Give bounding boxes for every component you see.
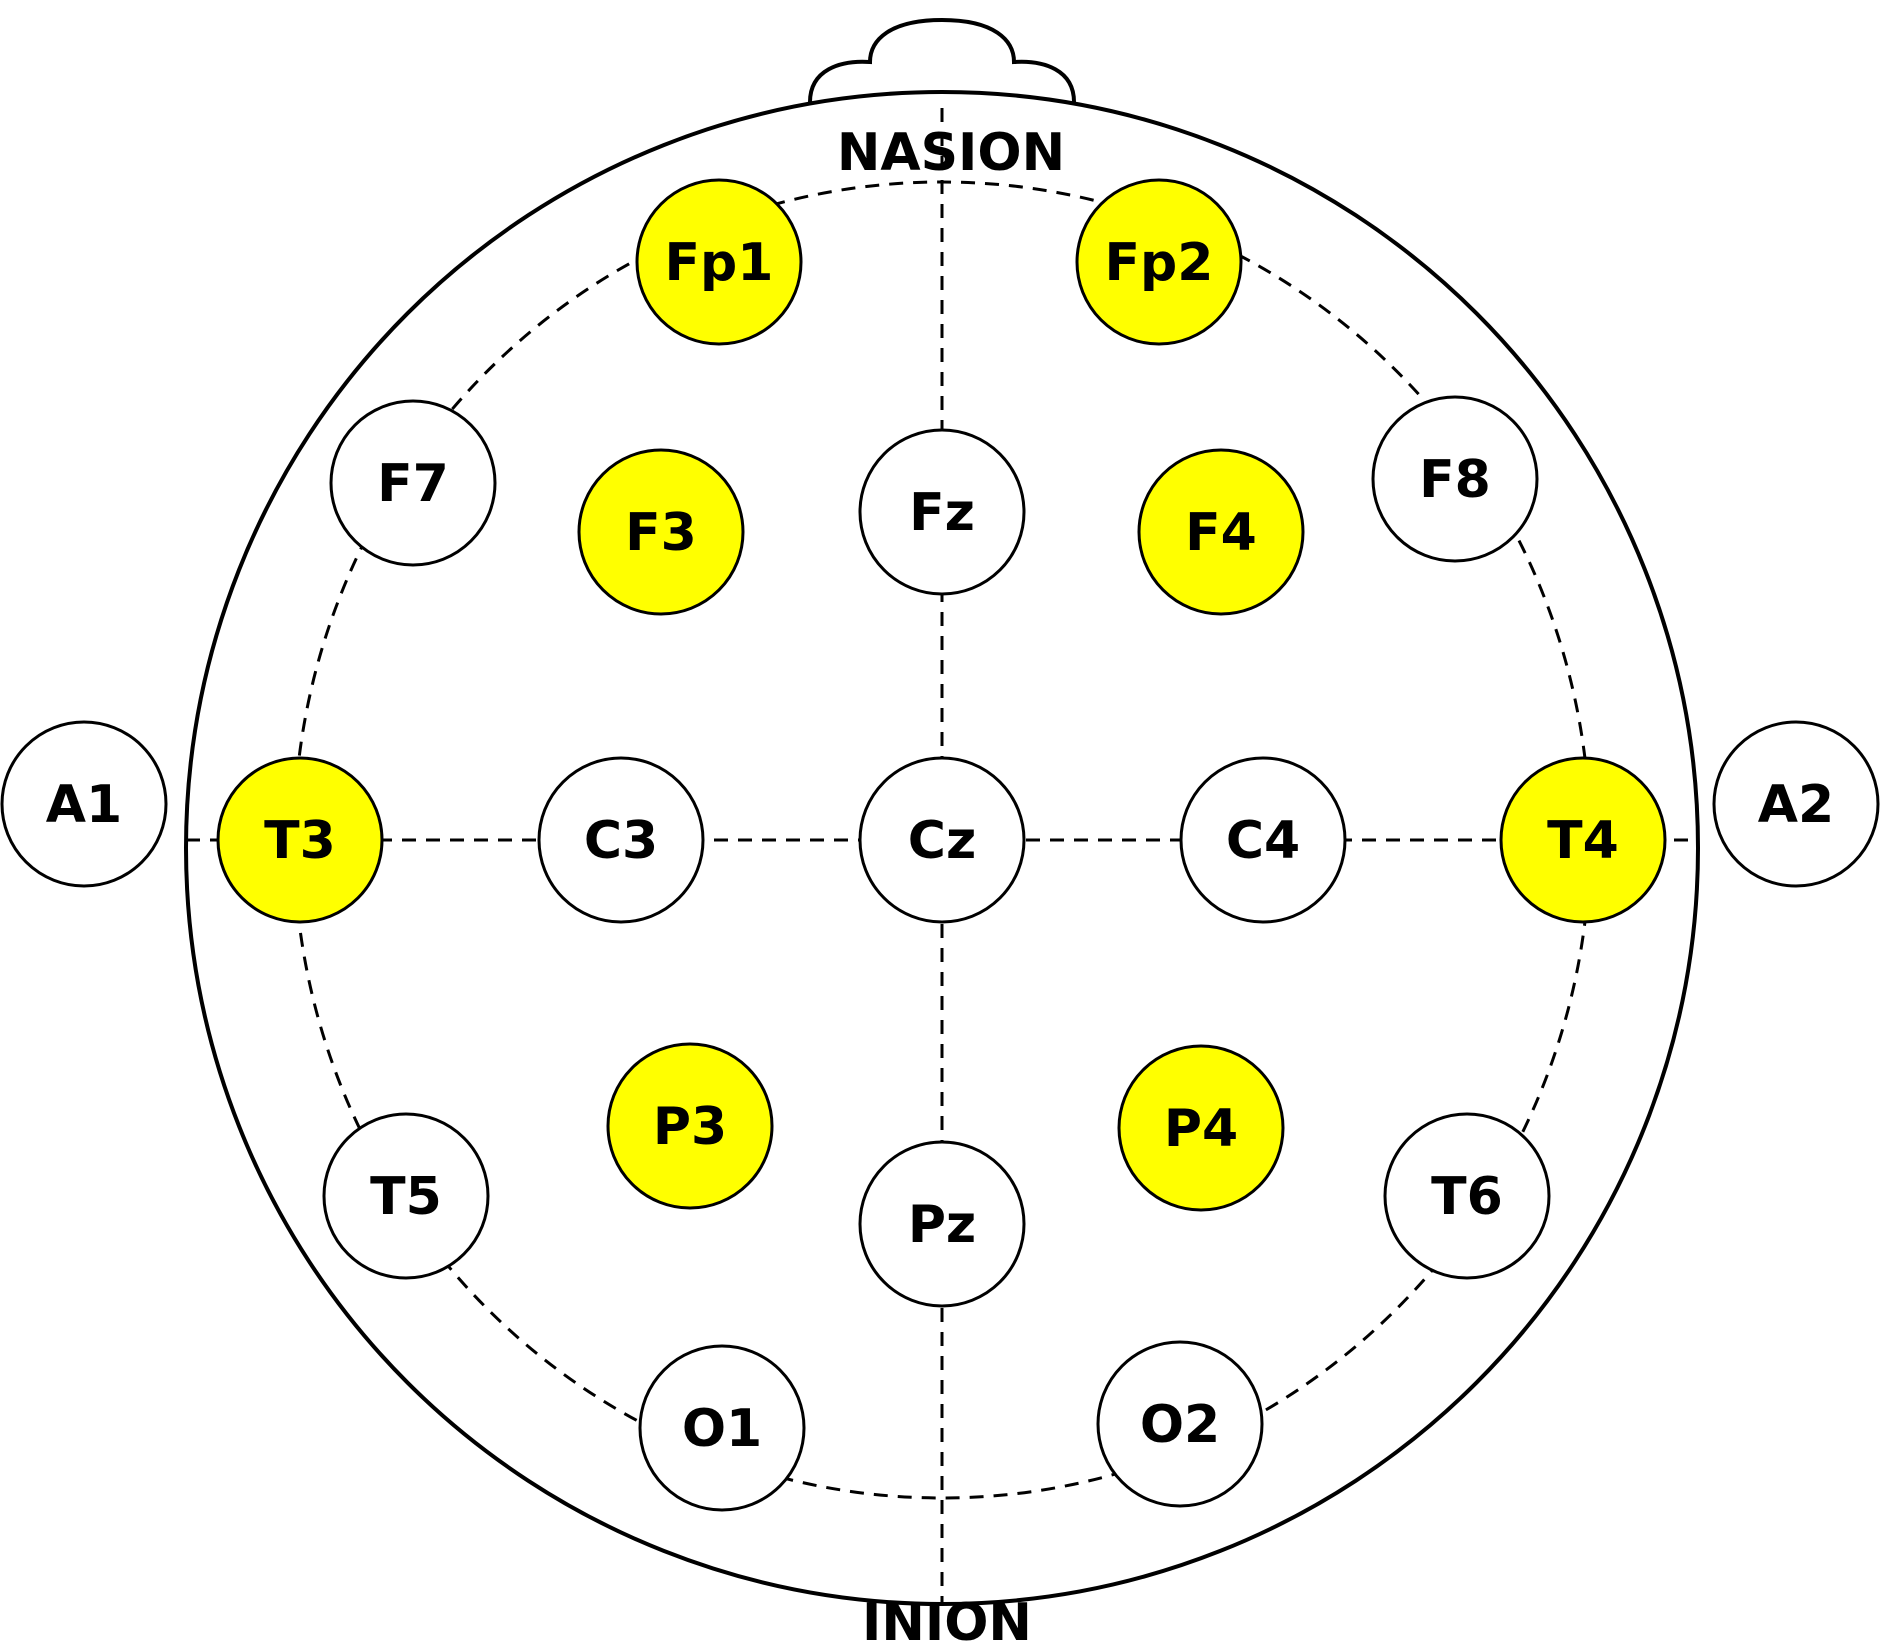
electrode-circle <box>1117 1044 1285 1212</box>
nasion-label: NASION <box>837 123 1065 183</box>
electrode-label: T3 <box>264 811 336 871</box>
electrode-O1: O1 <box>638 1344 806 1512</box>
electrode-Fz: Fz <box>858 428 1026 596</box>
electrode-F8: F8 <box>1371 395 1539 563</box>
electrode-label: A1 <box>46 775 122 835</box>
electrode-T6: T6 <box>1383 1112 1551 1280</box>
electrode-label: T4 <box>1547 811 1619 871</box>
electrode-circle <box>858 756 1026 924</box>
electrode-label: O1 <box>682 1399 762 1459</box>
electrode-T3: T3 <box>216 756 384 924</box>
inion-label: INION <box>862 1593 1032 1647</box>
electrode-P4: P4 <box>1117 1044 1285 1212</box>
electrode-circle <box>635 178 803 346</box>
electrode-circle <box>577 448 745 616</box>
electrode-A2: A2 <box>1712 720 1880 888</box>
electrode-circle <box>322 1112 490 1280</box>
electrode-label: F3 <box>625 503 697 563</box>
electrodes-group: Fp1 Fp2 F7 F3 Fz F4 F8 A1 <box>0 178 1880 1512</box>
electrode-label: F4 <box>1185 503 1257 563</box>
electrode-circle <box>1179 756 1347 924</box>
electrode-circle <box>0 720 168 888</box>
electrode-circle <box>216 756 384 924</box>
nose-shape <box>808 17 1076 103</box>
electrode-Fp2: Fp2 <box>1075 178 1243 346</box>
electrode-label: O2 <box>1140 1395 1220 1455</box>
electrode-T4: T4 <box>1499 756 1667 924</box>
electrode-O2: O2 <box>1096 1340 1264 1508</box>
electrode-label: T5 <box>370 1167 442 1227</box>
electrode-F3: F3 <box>577 448 745 616</box>
electrode-circle <box>1096 1340 1264 1508</box>
electrode-circle <box>606 1042 774 1210</box>
electrode-C4: C4 <box>1179 756 1347 924</box>
electrode-label: C4 <box>1226 811 1300 871</box>
electrode-label: Fp1 <box>665 233 774 293</box>
electrode-Pz: Pz <box>858 1140 1026 1308</box>
electrode-label: Pz <box>908 1195 976 1255</box>
electrode-label: C3 <box>584 811 658 871</box>
electrode-label: T6 <box>1431 1167 1503 1227</box>
electrode-circle <box>329 399 497 567</box>
electrode-circle <box>858 1140 1026 1308</box>
electrode-A1: A1 <box>0 720 168 888</box>
electrode-C3: C3 <box>537 756 705 924</box>
electrode-circle <box>1712 720 1880 888</box>
electrode-label: Fz <box>909 483 975 543</box>
electrode-label: P4 <box>1164 1099 1238 1159</box>
electrode-circle <box>537 756 705 924</box>
electrode-circle <box>1371 395 1539 563</box>
electrode-label: P3 <box>653 1097 727 1157</box>
electrode-circle <box>1499 756 1667 924</box>
electrode-label: A2 <box>1758 775 1834 835</box>
electrode-T5: T5 <box>322 1112 490 1280</box>
electrode-circle <box>1137 448 1305 616</box>
electrode-circle <box>858 428 1026 596</box>
electrode-P3: P3 <box>606 1042 774 1210</box>
electrode-Cz: Cz <box>858 756 1026 924</box>
electrode-label: Cz <box>908 811 976 871</box>
electrode-circle <box>638 1344 806 1512</box>
electrode-label: F7 <box>377 454 449 514</box>
electrode-label: Fp2 <box>1105 233 1214 293</box>
electrode-circle <box>1075 178 1243 346</box>
electrode-Fp1: Fp1 <box>635 178 803 346</box>
electrode-F4: F4 <box>1137 448 1305 616</box>
electrode-label: F8 <box>1419 450 1491 510</box>
electrode-F7: F7 <box>329 399 497 567</box>
electrode-circle <box>1383 1112 1551 1280</box>
